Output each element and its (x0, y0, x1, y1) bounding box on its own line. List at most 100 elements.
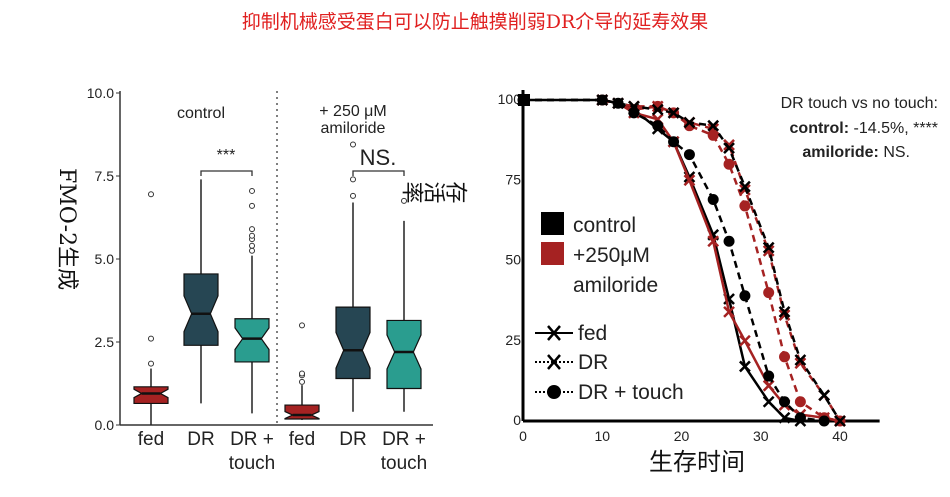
annotation-line2: control: -14.5%, **** (790, 120, 938, 137)
y-tick-label: 0.0 (95, 417, 115, 433)
data-point (818, 415, 830, 427)
annotation-control-value: -14.5%, **** (849, 120, 938, 137)
x-tick-label: fed (289, 429, 315, 450)
survival-y-label: 存活率 (402, 178, 468, 204)
legend-control-swatch (541, 212, 564, 235)
x-marker-icon (547, 325, 561, 341)
outlier-point (350, 192, 356, 199)
data-point (683, 116, 696, 129)
data-point (778, 411, 791, 424)
data-point (707, 129, 719, 141)
box (284, 404, 320, 420)
legend-amiloride-label-1: +250μM (573, 244, 650, 267)
legend-control-label: control (573, 214, 636, 237)
data-point (723, 235, 735, 247)
box-DR-0 (183, 179, 219, 404)
outlier-point (299, 378, 305, 385)
significance-control: *** (217, 147, 236, 164)
legend-fed: fed (535, 322, 607, 345)
data-point (739, 200, 751, 212)
figure-title: 抑制机械感受蛋白可以防止触摸削弱DR介导的延寿效果 (242, 11, 709, 33)
x-tick-label: touch (381, 453, 427, 474)
box-DR-1 (386, 197, 422, 412)
y-tick-label: 25 (505, 332, 521, 348)
x-tick-label: 10 (594, 428, 610, 444)
outlier-point (148, 335, 154, 342)
data-point (762, 395, 775, 408)
data-point (794, 412, 806, 424)
legend-dr-touch-label: DR + touch (578, 381, 684, 404)
annotation-amiloride-label: amiloride: (802, 144, 878, 161)
data-point (794, 354, 807, 366)
box-fed-1 (284, 322, 320, 421)
data-point (612, 97, 624, 109)
x-marker-icon (547, 354, 561, 370)
outlier-point (249, 202, 255, 209)
box (234, 318, 270, 363)
start-marker (518, 94, 530, 106)
box (183, 273, 219, 346)
outlier-point (350, 141, 356, 148)
box-fed-0 (133, 191, 169, 425)
x-tick-label: DR + (230, 429, 274, 450)
outlier-point (249, 232, 255, 239)
data-point (794, 396, 806, 408)
x-tick-label: DR (187, 429, 214, 450)
group-label-amiloride-2: amiloride (321, 120, 386, 137)
data-point (683, 149, 695, 161)
outlier-point (249, 242, 255, 249)
data-point (683, 174, 696, 187)
data-point (762, 379, 775, 392)
group-label-control: control (177, 105, 225, 122)
y-tick-label: 75 (505, 171, 521, 187)
box (386, 319, 422, 390)
legend-amiloride-label-2: amiloride (573, 274, 658, 297)
data-point (628, 107, 640, 119)
outlier-point (350, 176, 356, 183)
data-point (818, 389, 831, 402)
outlier-point (299, 322, 305, 329)
significance-bracket (200, 170, 253, 177)
x-tick-label: 30 (753, 428, 769, 444)
data-point (596, 94, 608, 106)
data-point (723, 158, 735, 170)
x-tick-label: 0 (519, 428, 527, 444)
data-point (707, 235, 720, 248)
circle-marker-icon (547, 385, 561, 399)
y-tick-label: 50 (505, 252, 521, 268)
data-point (834, 415, 846, 427)
data-point (762, 244, 775, 257)
data-point (763, 287, 775, 299)
data-point (707, 194, 719, 206)
legend-amiloride-swatch (541, 242, 564, 265)
data-point (794, 357, 807, 370)
legend-dr-label: DR (578, 351, 608, 374)
data-point (723, 305, 735, 318)
data-point (707, 119, 720, 132)
series-control-dr-touch (517, 94, 830, 427)
boxplot-chart: FMO-2生成 control + 250 μM amiloride *** N… (54, 85, 433, 474)
x-tick-label: 20 (674, 428, 690, 444)
data-point (739, 334, 751, 347)
data-point (723, 139, 735, 151)
significance-amiloride: NS. (360, 145, 397, 170)
x-tick-label: touch (229, 453, 275, 474)
outlier-point (249, 247, 255, 254)
y-tick-label: 10.0 (87, 85, 114, 101)
box (335, 306, 371, 380)
y-tick-label: 0 (513, 412, 521, 428)
annotation-control-label: control: (790, 120, 850, 137)
survival-line (523, 98, 825, 423)
data-point (763, 370, 775, 382)
data-point (723, 142, 735, 155)
y-tick-label: 2.5 (95, 334, 115, 350)
data-point (778, 305, 791, 318)
boxplot-y-label: FMO-2生成 (54, 168, 79, 290)
data-point (668, 136, 680, 148)
data-point (779, 396, 791, 408)
legend-dr-touch: DR + touch (535, 381, 684, 404)
legend-fed-label: fed (578, 322, 607, 345)
y-tick-label: 7.5 (95, 168, 115, 184)
legend-dr: DR (535, 351, 608, 374)
